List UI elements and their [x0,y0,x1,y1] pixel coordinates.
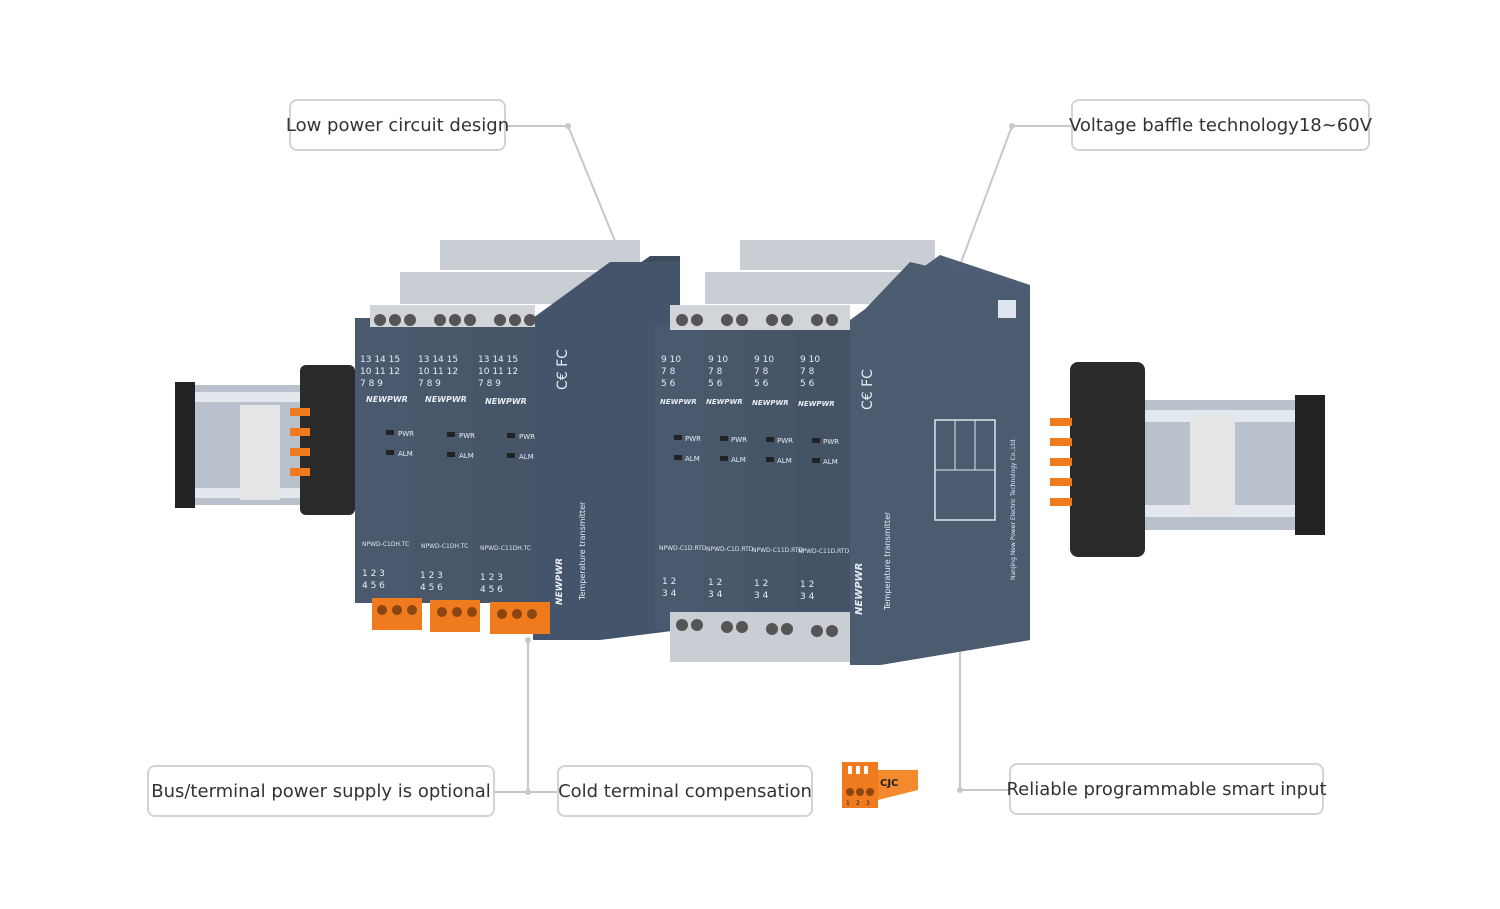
svg-text:7 8: 7 8 [661,367,676,377]
svg-text:ALM: ALM [777,457,792,465]
svg-text:NPWD-C1D.RTD: NPWD-C1D.RTD [659,545,707,552]
svg-text:NEWPWR: NEWPWR [425,395,467,404]
svg-text:7 8: 7 8 [800,367,815,377]
svg-text:5 6: 5 6 [708,379,723,389]
svg-text:4 5 6: 4 5 6 [480,585,503,595]
svg-text:1 2 3: 1 2 3 [480,573,503,583]
module-right-1 [655,325,703,630]
svg-text:9 10: 9 10 [800,355,820,365]
cjc-terminal-block [842,762,918,808]
svg-text:NPWD-C1DH.TC: NPWD-C1DH.TC [421,543,468,550]
svg-text:NPWD-C11D.RTD: NPWD-C11D.RTD [752,547,804,554]
right-module-group: 9 10 7 8 5 6 9 10 7 8 5 6 9 10 7 8 5 6 9 10 7 8… [655,240,1030,665]
svg-text:1 2 3: 1 2 3 [420,571,443,581]
svg-text:PWR: PWR [685,435,701,443]
svg-text:1 2: 1 2 [754,579,768,589]
svg-text:3 4: 3 4 [662,589,677,599]
svg-text:NEWPWR: NEWPWR [485,397,527,406]
cjc-label: CJC [880,778,899,789]
svg-text:PWR: PWR [777,437,793,445]
svg-text:NPWD-C1D.RTD: NPWD-C1D.RTD [706,546,754,553]
svg-text:1 2: 1 2 [662,577,676,587]
din-rail-left [175,365,375,515]
svg-text:NEWPWR: NEWPWR [706,398,743,406]
svg-text:9 10: 9 10 [754,355,774,365]
callout-low-power: Low power circuit design [286,99,509,151]
svg-text:ALM: ALM [398,450,413,458]
svg-text:NEWPWR: NEWPWR [752,399,789,407]
svg-text:7 8: 7 8 [708,367,723,377]
svg-text:3 4: 3 4 [800,592,815,602]
cjc-pin-2: 2 [856,800,860,807]
callout-bus-terminal: Bus/terminal power supply is optional [147,765,495,817]
svg-text:ALM: ALM [731,456,746,464]
svg-text:NPWD-C11DH.TC: NPWD-C11DH.TC [480,545,531,552]
module-right-4 [795,325,850,630]
svg-text:PWR: PWR [459,432,475,440]
module-left-3 [473,318,533,603]
left-module-group: 13 14 15 10 11 12 7 8 9 13 14 15 10 11 12 7 … [355,240,680,640]
svg-text:PWR: PWR [519,433,535,441]
svg-text:7 8 9: 7 8 9 [360,379,383,389]
svg-text:7 8 9: 7 8 9 [478,379,501,389]
svg-text:PWR: PWR [398,430,414,438]
svg-text:ALM: ALM [685,455,700,463]
svg-text:4 5 6: 4 5 6 [420,583,443,593]
svg-text:C€ FC: C€ FC [860,369,876,410]
svg-text:Nanjing New Power Electric Tec: Nanjing New Power Electric Technology Co… [1010,437,1017,580]
svg-text:NEWPWR: NEWPWR [798,400,835,408]
svg-text:1 2: 1 2 [800,580,814,590]
svg-text:Temperature transmitter: Temperature transmitter [578,501,587,601]
svg-text:ALM: ALM [459,452,474,460]
svg-text:Temperature transmitter: Temperature transmitter [883,511,892,611]
svg-text:NPWD-C11D.RTD: NPWD-C11D.RTD [798,548,850,555]
module-left-1 [355,318,413,603]
svg-text:4 5 6: 4 5 6 [362,581,385,591]
din-rail-right [1050,362,1325,557]
end-bracket-left [300,365,355,515]
callout-smart-input: Reliable programmable smart input [1006,763,1327,815]
module-right-2 [703,325,749,630]
module-left-2 [413,318,473,603]
svg-text:NEWPWR: NEWPWR [854,563,865,615]
svg-text:10 11 12: 10 11 12 [478,367,518,377]
callout-cold-terminal: Cold terminal compensation [557,765,813,817]
cjc-pin-3: 3 [866,800,870,807]
svg-text:3 4: 3 4 [708,590,723,600]
svg-text:5 6: 5 6 [754,379,769,389]
svg-text:10 11 12: 10 11 12 [418,367,458,377]
end-bracket-right [1070,362,1145,557]
leader-line-bus [495,640,529,793]
svg-text:NEWPWR: NEWPWR [366,395,408,404]
svg-text:10 11 12: 10 11 12 [360,367,400,377]
svg-text:5 6: 5 6 [800,379,815,389]
svg-text:3 4: 3 4 [754,591,769,601]
svg-text:5 6: 5 6 [661,379,676,389]
svg-text:7 8 9: 7 8 9 [418,379,441,389]
leader-line-smart [959,640,1010,791]
svg-text:9 10: 9 10 [661,355,681,365]
svg-text:13 14 15: 13 14 15 [360,355,400,365]
svg-text:9 10: 9 10 [708,355,728,365]
module-right-3 [749,325,795,630]
svg-text:NEWPWR: NEWPWR [660,398,697,406]
cjc-pin-1: 1 [846,800,850,807]
svg-text:NPWD-C1DH.TC: NPWD-C1DH.TC [362,541,409,548]
svg-text:13 14 15: 13 14 15 [478,355,518,365]
svg-text:PWR: PWR [731,436,747,444]
svg-text:ALM: ALM [519,453,534,461]
svg-text:ALM: ALM [823,458,838,466]
svg-text:PWR: PWR [823,438,839,446]
svg-text:1 2 3: 1 2 3 [362,569,385,579]
svg-text:13 14 15: 13 14 15 [418,355,458,365]
svg-text:1 2: 1 2 [708,578,722,588]
svg-text:C€ FC: C€ FC [555,349,571,390]
qr-code [998,300,1016,318]
callout-voltage-baffle: Voltage baffle technology18~60V [1069,99,1372,151]
svg-text:NEWPWR: NEWPWR [555,558,565,605]
svg-text:7 8: 7 8 [754,367,769,377]
